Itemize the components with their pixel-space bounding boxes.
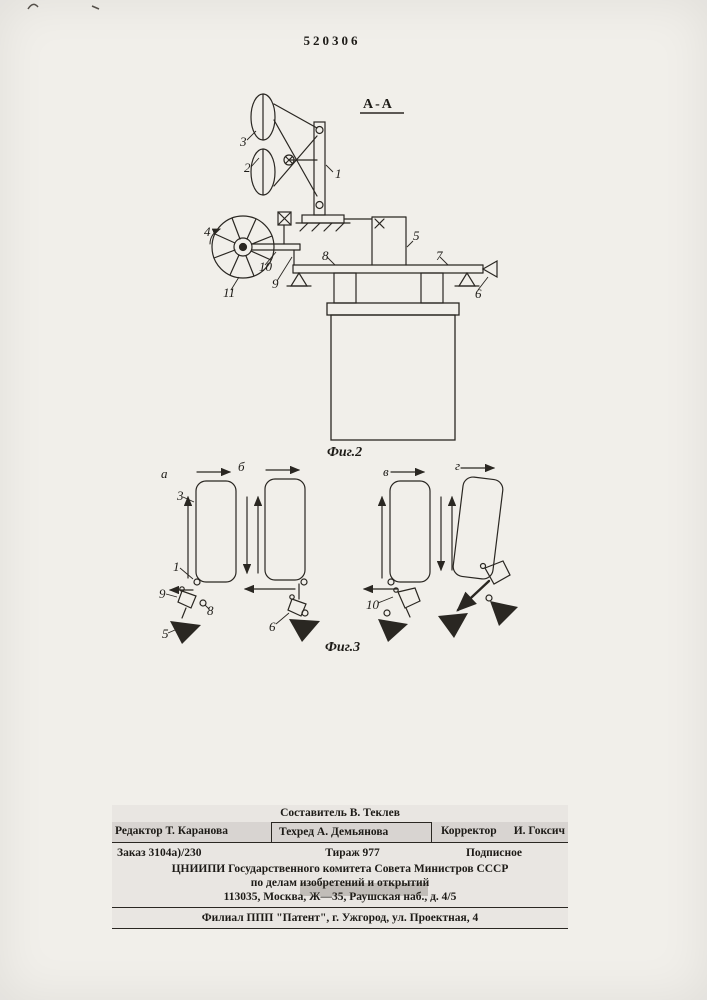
fig2-label-1: 1 bbox=[335, 166, 342, 181]
fig3-label-1: 1 bbox=[173, 559, 180, 574]
corrector-label: Корректор bbox=[441, 825, 497, 837]
fig2-label-7: 7 bbox=[436, 248, 443, 263]
fig3-label-10: 10 bbox=[366, 597, 380, 612]
fig3-caption: Фиг.3 bbox=[325, 640, 360, 655]
fig3-label-5: 5 bbox=[162, 626, 169, 641]
fig2-label-6: 6 bbox=[475, 286, 482, 301]
fig3-label-6: 6 bbox=[269, 619, 276, 634]
fig2-fan-wheel bbox=[209, 215, 301, 279]
fig3-panel-label-b: б bbox=[238, 459, 245, 474]
fig2-label-3: 3 bbox=[239, 134, 247, 149]
fig3-panel-label-a: а bbox=[161, 466, 168, 481]
fig2-frame bbox=[286, 216, 498, 304]
org-line-1: ЦНИИПИ Государственного комитета Совета … bbox=[171, 863, 509, 875]
editors-row: Редактор Т. Каранова Техред А. Демьянова… bbox=[112, 822, 568, 843]
section-aa-label: А-А bbox=[363, 97, 394, 112]
print-run: Тираж 977 bbox=[325, 847, 380, 859]
patent-figures: А-А bbox=[27, 3, 518, 655]
imprint-footer: Составитель В. Теклев Редактор Т. Карано… bbox=[112, 805, 568, 929]
fig2-label-2: 2 bbox=[244, 160, 251, 175]
fig2-caption: Фиг.2 bbox=[327, 445, 362, 460]
corrector-cell: Корректор И. Гоксич bbox=[432, 822, 568, 842]
fig2-tank bbox=[326, 302, 460, 441]
fig3-label-8: 8 bbox=[207, 603, 214, 618]
fig2-label-4: 4 bbox=[204, 224, 211, 239]
fig3-panel-v bbox=[362, 467, 431, 642]
fig2-callout-leaders bbox=[230, 130, 489, 291]
fig3-callout-numbers: а б в г 3 1 9 8 5 6 10 bbox=[159, 458, 460, 641]
org-address: 113035, Москва, Ж—35, Раушская наб., д. … bbox=[112, 890, 568, 908]
fig2-label-11: 11 bbox=[223, 285, 235, 300]
editor-name: Редактор Т. Каранова bbox=[115, 825, 228, 837]
branch-line: Филиал ППП "Патент", г. Ужгород, ул. Про… bbox=[112, 908, 568, 929]
fig2-belt-drive bbox=[250, 93, 373, 232]
fig3-label-9: 9 bbox=[159, 586, 166, 601]
order-number: Заказ 3104а)/230 bbox=[117, 847, 202, 859]
fig2-section-label: А-А bbox=[360, 97, 404, 114]
corrector-name: И. Гоксич bbox=[513, 825, 565, 837]
fig2-label-10: 10 bbox=[259, 259, 273, 274]
fig3-panel-b bbox=[242, 465, 320, 642]
fig3-panel-label-g: г bbox=[455, 458, 460, 473]
compiler-line: Составитель В. Теклев bbox=[280, 807, 400, 819]
patent-number: 520306 bbox=[303, 33, 361, 48]
fig3-label-3: 3 bbox=[176, 488, 184, 503]
fig2-label-5: 5 bbox=[413, 228, 420, 243]
fig3-panel-a bbox=[168, 467, 237, 644]
fig3-callout-leaders bbox=[165, 496, 394, 634]
scan-artifact-marks bbox=[27, 3, 100, 10]
org-line-2: по делам изобретений и открытий bbox=[250, 877, 430, 889]
fig2-label-9: 9 bbox=[272, 276, 279, 291]
fig2-label-8: 8 bbox=[322, 248, 329, 263]
fig3-panel-g bbox=[436, 463, 518, 638]
subscription-note: Подписное bbox=[465, 847, 523, 859]
fig2-callout-numbers: 3 2 1 4 11 10 9 8 5 7 6 bbox=[204, 134, 482, 301]
fig3-panel-label-v: в bbox=[383, 464, 389, 479]
techred-name: Техред А. Демьянова bbox=[271, 822, 432, 842]
order-row: Заказ 3104а)/230 Тираж 977 Подписное bbox=[112, 843, 568, 861]
